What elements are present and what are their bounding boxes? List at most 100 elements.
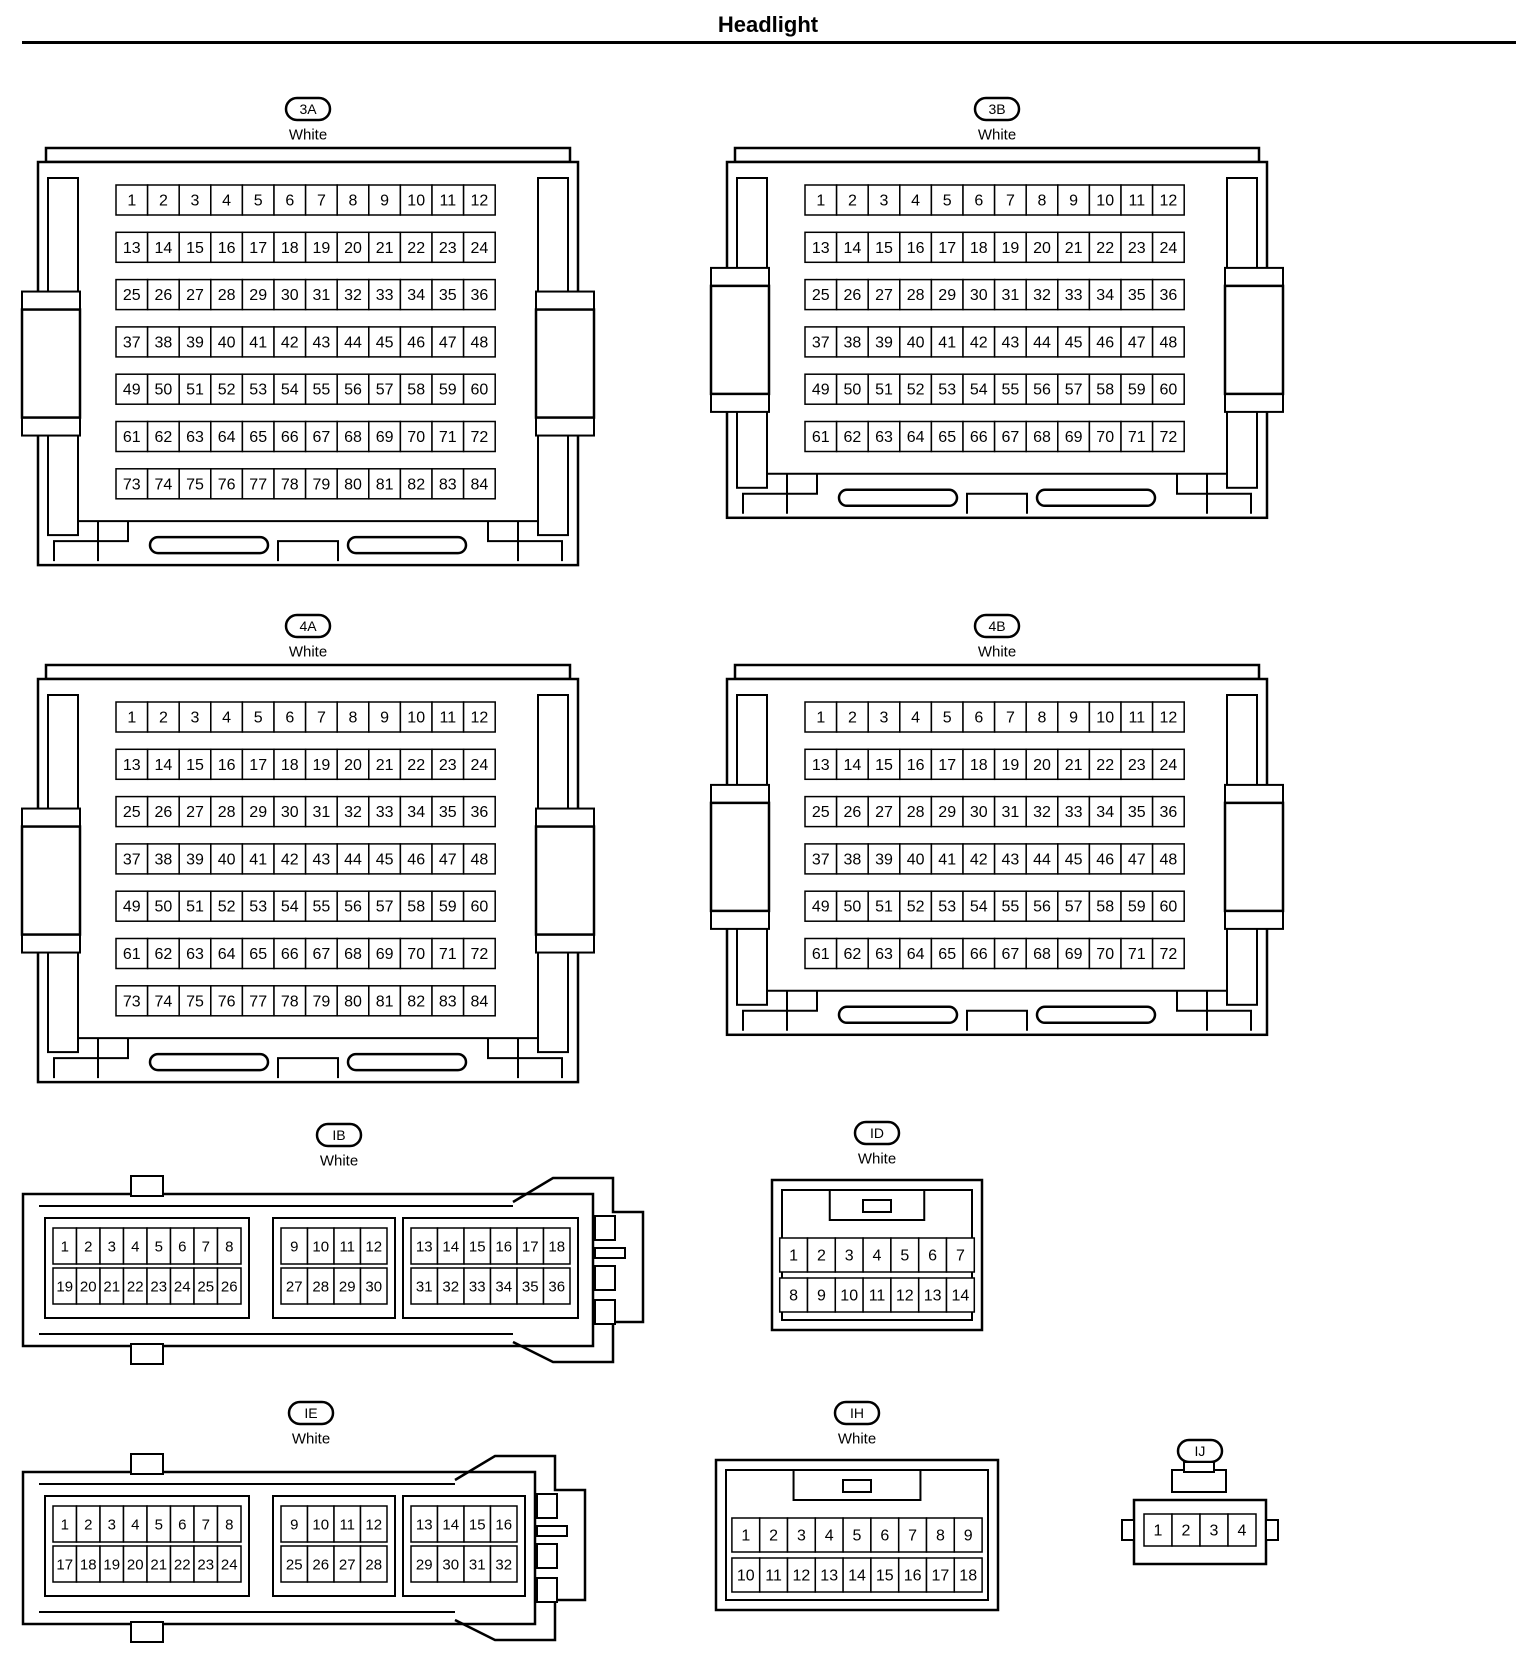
pin-number: 49 — [123, 382, 141, 399]
connector-id: 4A — [299, 618, 317, 634]
pin-cell — [867, 701, 901, 733]
pin-cell — [835, 890, 869, 922]
pin-number: 38 — [155, 334, 173, 351]
pin-number: 30 — [365, 1279, 382, 1296]
pin-cell — [1151, 795, 1185, 828]
pin-cell — [273, 420, 307, 453]
bottom-step — [1176, 990, 1208, 1012]
pin-cell — [1151, 937, 1185, 970]
pin-cell — [336, 184, 370, 216]
side-tab — [21, 290, 81, 311]
pin-number: 24 — [174, 1279, 191, 1296]
pin-number: 7 — [956, 1248, 965, 1265]
pin-cell — [993, 420, 1027, 453]
pin-cell — [368, 420, 402, 453]
pin-number: 31 — [313, 804, 331, 821]
pin-number: 7 — [202, 1517, 210, 1534]
pin-number: 29 — [938, 804, 956, 821]
pin-cell — [1120, 326, 1154, 358]
pin-cell — [178, 701, 212, 733]
pin-number: 6 — [285, 710, 294, 727]
pin-number: 75 — [186, 476, 204, 493]
pin-cell — [804, 420, 838, 453]
pin-number: 27 — [875, 804, 893, 821]
bottom-step — [966, 492, 1028, 514]
pin-number: 26 — [844, 804, 862, 821]
pin-number: 2 — [84, 1239, 92, 1256]
pin-cell — [336, 420, 370, 453]
connector-color: White — [838, 1431, 876, 1448]
pin-number: 77 — [249, 993, 267, 1010]
pin-cell — [1120, 890, 1154, 922]
pin-cell — [210, 468, 244, 500]
pin-number: 79 — [313, 476, 331, 493]
pin-number: 57 — [1065, 899, 1083, 916]
pin-number: 20 — [80, 1279, 97, 1296]
pin-number: 52 — [907, 899, 925, 916]
pin-number: 70 — [1096, 429, 1114, 446]
pin-number: 20 — [1033, 240, 1051, 257]
pin-cell — [930, 843, 964, 875]
pin-cell — [431, 373, 465, 405]
pin-number: 3 — [108, 1517, 116, 1534]
pin-number: 18 — [281, 240, 299, 257]
pin-cell — [146, 326, 180, 358]
pin-cell — [835, 184, 869, 216]
pin-cell — [1088, 278, 1122, 311]
pin-cell — [890, 1237, 920, 1273]
pin-cell — [962, 795, 996, 828]
pin-cell — [115, 326, 149, 358]
pin-number: 38 — [844, 851, 862, 868]
pin-cell — [399, 468, 433, 500]
latch-window — [594, 1215, 616, 1241]
pin-number: 16 — [218, 240, 236, 257]
pin-number: 51 — [875, 899, 893, 916]
top-key — [130, 1175, 164, 1197]
pin-cell — [273, 795, 307, 828]
pin-cell — [804, 701, 838, 733]
pin-cell — [814, 1517, 844, 1553]
connector-body — [36, 677, 580, 1084]
pin-number: 4 — [131, 1517, 139, 1534]
pin-cell — [1120, 748, 1154, 781]
pin-cell — [336, 795, 370, 828]
side-tab — [535, 290, 595, 311]
pin-cell — [814, 1557, 844, 1593]
pin-number: 13 — [812, 240, 830, 257]
pin-cell — [178, 795, 212, 828]
pin-number: 11 — [339, 1239, 355, 1256]
pin-number: 64 — [907, 946, 925, 963]
pin-number: 60 — [471, 382, 489, 399]
pin-cell — [1088, 326, 1122, 358]
pin-cell — [962, 890, 996, 922]
connector-id-badge — [853, 1120, 901, 1146]
pin-number: 68 — [344, 429, 362, 446]
pin-number: 28 — [907, 804, 925, 821]
pin-cell — [1151, 890, 1185, 922]
pin-cell — [897, 1557, 928, 1593]
pin-number: 17 — [56, 1557, 73, 1574]
pin-cell — [178, 468, 212, 500]
pin-cell — [462, 795, 496, 828]
pin-number: 17 — [522, 1239, 539, 1256]
pin-cell — [273, 937, 307, 970]
pin-cell — [431, 420, 465, 453]
pin-cell — [399, 985, 433, 1017]
pin-number: 19 — [103, 1557, 120, 1574]
pin-cell — [241, 468, 275, 500]
side-latch-left — [20, 308, 82, 419]
pin-number: 5 — [900, 1248, 909, 1265]
pin-cell — [834, 1277, 864, 1313]
connector-id-badge — [287, 1400, 335, 1426]
pin-number: 53 — [249, 899, 267, 916]
side-tab — [1265, 1519, 1279, 1541]
bottom-step — [1206, 1009, 1252, 1031]
pin-number: 71 — [1128, 429, 1146, 446]
pin-cell — [368, 184, 402, 216]
pin-number: 32 — [495, 1557, 512, 1574]
bottom-step — [277, 540, 339, 562]
pin-number: 13 — [924, 1288, 942, 1305]
latch-window — [594, 1247, 626, 1259]
pin-number: 9 — [1069, 193, 1078, 210]
